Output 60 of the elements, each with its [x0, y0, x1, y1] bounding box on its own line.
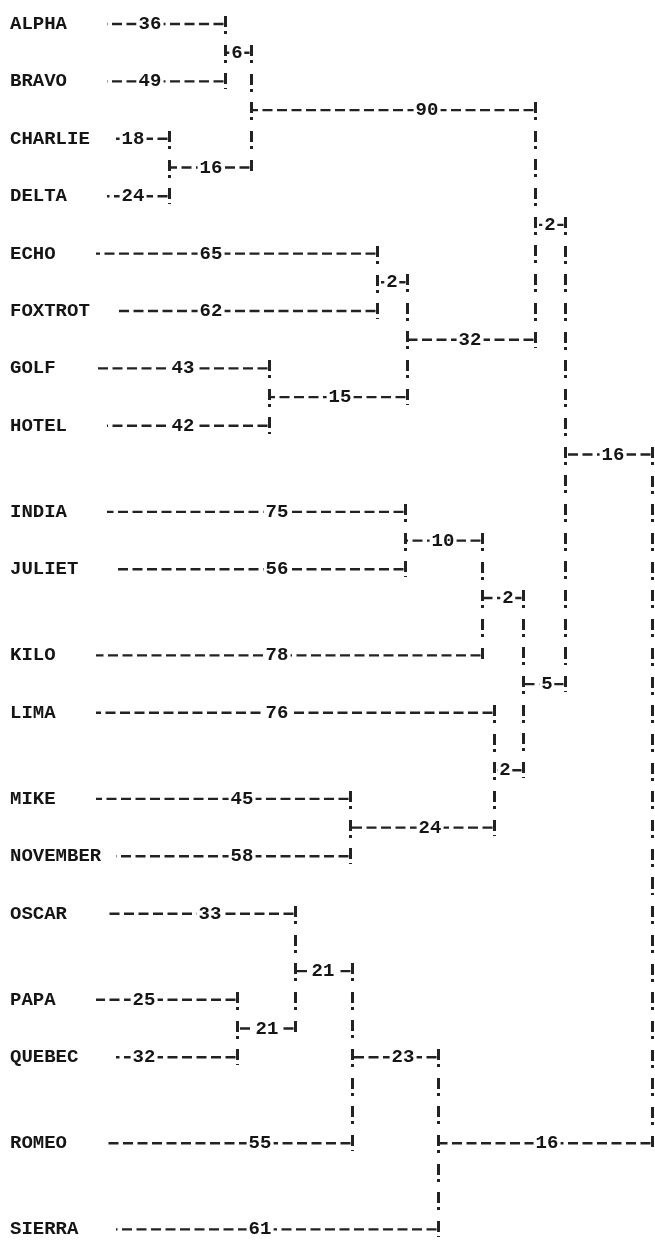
junction-line [348, 790, 352, 865]
junction-line [375, 245, 379, 319]
junction-line [223, 16, 227, 90]
junction-line [350, 963, 354, 1152]
branch-line [96, 711, 493, 714]
branch-line [351, 826, 493, 829]
branch-line [107, 510, 404, 514]
branch-line [116, 1056, 236, 1059]
branch-line [378, 281, 406, 284]
junction-line [563, 216, 567, 693]
branch-line [270, 395, 406, 399]
branch-line [252, 108, 534, 112]
taxon-label: QUEBEC [10, 1045, 79, 1070]
taxon-label: NOVEMBER [10, 844, 102, 869]
taxon-label: LIMA [10, 700, 56, 725]
taxon-label: BRAVO [10, 69, 67, 94]
branch-line [483, 596, 522, 600]
junction-line [405, 274, 409, 406]
taxon-label: INDIA [10, 499, 67, 524]
taxon-label: MIKE [10, 786, 56, 811]
junction-line [436, 1049, 440, 1238]
taxon-label: GOLF [10, 356, 56, 381]
branch-line [353, 1056, 437, 1059]
taxon-label: JULIET [10, 557, 79, 582]
taxon-label: CHARLIE [10, 126, 90, 151]
junction-line [533, 102, 537, 348]
branch-line [96, 252, 376, 255]
taxon-label: FOXTROT [10, 299, 90, 323]
taxon-label: ALPHA [10, 12, 67, 36]
taxon-label: OSCAR [10, 901, 67, 926]
taxon-label: HOTEL [10, 413, 67, 438]
branch-line [116, 309, 376, 313]
junction-line [267, 360, 271, 434]
taxon-label: ROMEO [10, 1131, 67, 1156]
branch-line [96, 654, 481, 657]
branch-line [96, 998, 236, 1001]
branch-line [116, 568, 404, 571]
junction-line [235, 991, 239, 1066]
branch-line [524, 682, 564, 686]
branch-line [107, 1142, 351, 1145]
branch-line [116, 1228, 437, 1231]
junction-line [403, 503, 407, 578]
taxon-label: PAPA [10, 987, 56, 1012]
taxon-label: KILO [10, 643, 56, 668]
branch-line [107, 912, 294, 915]
junction-line [492, 704, 496, 836]
branch-line [536, 223, 564, 227]
taxon-label: ECHO [10, 241, 56, 266]
branch-line [226, 51, 250, 54]
branch-line [107, 22, 224, 26]
branch-line [96, 797, 349, 801]
taxon-label: DELTA [10, 184, 67, 209]
branch-line [116, 855, 349, 858]
junction-line [167, 130, 171, 205]
branch-line [107, 80, 224, 83]
taxon-label: SIERRA [10, 1217, 79, 1242]
branch-line [96, 367, 268, 370]
branch-line [439, 1142, 651, 1145]
branch-line [408, 338, 534, 341]
junction-line [521, 590, 525, 779]
